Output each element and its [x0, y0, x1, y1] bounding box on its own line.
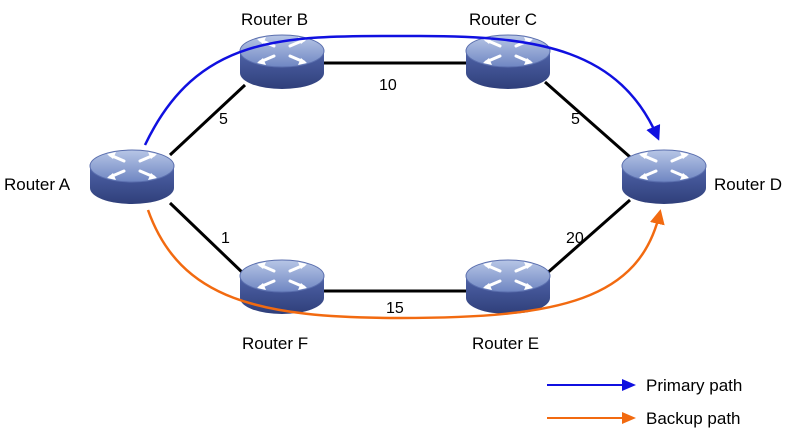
legend-backup-arrowhead — [622, 412, 636, 424]
router-icon — [464, 258, 552, 316]
router-c — [464, 33, 552, 91]
router-f — [238, 258, 326, 316]
cost-e-d: 20 — [566, 230, 584, 247]
cost-b-c: 10 — [379, 77, 397, 94]
router-icon — [88, 148, 176, 206]
legend-backup-label: Backup path — [646, 409, 741, 428]
router-f-label: Router F — [242, 334, 308, 353]
link-e-d — [544, 198, 631, 277]
router-e — [464, 258, 552, 316]
router-icon — [620, 148, 708, 206]
router-icon — [464, 33, 552, 91]
cost-a-f: 1 — [221, 230, 230, 247]
cost-c-d: 5 — [571, 111, 580, 128]
link-a-b — [168, 83, 247, 157]
router-icon — [238, 258, 326, 316]
primary-path-arrow — [143, 34, 661, 146]
router-b — [238, 33, 326, 91]
cost-f-e: 15 — [386, 300, 404, 317]
link-c-d — [544, 80, 631, 159]
router-a-label: Router A — [4, 175, 71, 194]
legend-primary-label: Primary path — [646, 376, 742, 395]
cost-a-b: 5 — [219, 111, 228, 128]
backup-path-arrow — [146, 209, 665, 320]
link-a-f — [168, 201, 247, 277]
router-b-label: Router B — [241, 10, 308, 29]
router-e-label: Router E — [472, 334, 539, 353]
legend: Primary path Backup path — [547, 376, 742, 428]
router-d — [620, 148, 708, 206]
router-d-label: Router D — [714, 175, 782, 194]
router-c-label: Router C — [469, 10, 537, 29]
router-icon — [238, 33, 326, 91]
legend-primary-arrowhead — [622, 379, 636, 391]
router-a — [88, 148, 176, 206]
links — [168, 61, 631, 293]
